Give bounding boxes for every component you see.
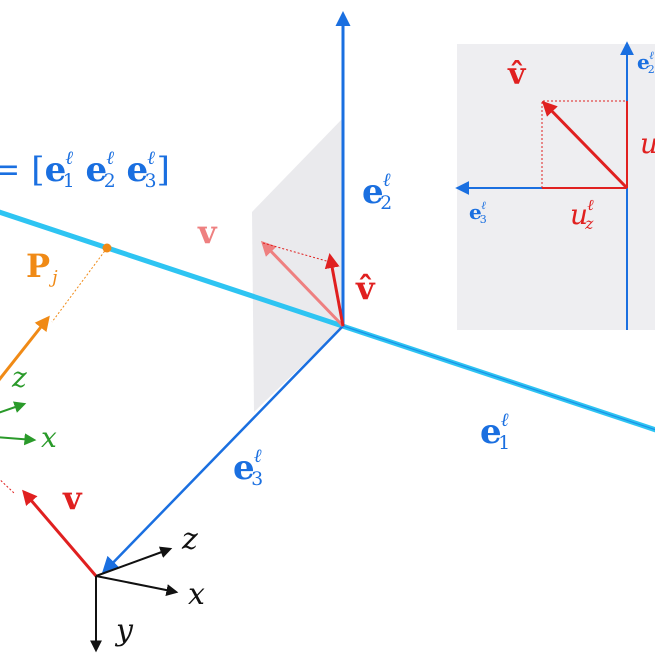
inset-vhat-arrow — [541, 100, 629, 190]
pj-point — [102, 243, 112, 253]
black-y-label: y — [116, 613, 133, 648]
e2-ell: ℓ — [382, 170, 391, 191]
basis-label: = [eℓ1 eℓ2 eℓ3] — [0, 148, 170, 193]
vhat-main-arrow — [324, 253, 345, 327]
e1-letter: e — [480, 411, 502, 452]
black-x-label: x — [188, 577, 205, 612]
inset-vhat-label: v̂ — [508, 57, 526, 92]
black-z-arrow — [95, 546, 173, 577]
orange-arrow — [0, 315, 50, 382]
basis-e1-letter: e — [44, 149, 67, 190]
basis-e2-ell: ℓ — [106, 148, 115, 169]
v-red-dotted — [0, 479, 15, 494]
basis-e2-sub: 2 — [103, 171, 116, 193]
e3-ell: ℓ — [253, 446, 262, 467]
inset-uz-sub: z — [585, 215, 594, 234]
green-x-label: x — [41, 421, 57, 454]
basis-e1-ell: ℓ — [65, 148, 74, 169]
inset-e3-label: eℓ3 — [469, 200, 487, 225]
e1-sub: 1 — [498, 433, 511, 455]
basis-suffix: ] — [156, 149, 170, 190]
inset-uz-letter: u — [570, 197, 589, 231]
e2-label: eℓ2 — [362, 170, 393, 215]
v-pink-arrow — [260, 240, 345, 328]
pj-sub: j — [52, 268, 58, 289]
line-cyan-core — [342, 325, 655, 431]
e3-axis-arrow — [101, 325, 344, 575]
e2-letter: e — [362, 171, 384, 212]
basis-e3-ell: ℓ — [147, 148, 155, 169]
v-pink-label: v — [198, 213, 217, 251]
vhat-main-label: v̂ — [356, 269, 375, 307]
pj-dotted-line — [51, 247, 108, 323]
green-z-arrow — [0, 401, 27, 414]
inset-dotted-box — [541, 100, 627, 188]
inset-uz-ell: ℓ — [587, 196, 594, 214]
black-x-arrow — [95, 575, 179, 597]
e3-letter: e — [233, 447, 255, 488]
black-z-label: z — [182, 522, 198, 557]
e3-sub: 3 — [251, 469, 264, 491]
pj-letter: P — [26, 247, 51, 285]
green-x-arrow — [0, 433, 37, 446]
green-z-label: z — [12, 361, 27, 394]
inset-e2-ell: ℓ — [649, 49, 654, 62]
inset-e3-letter: e — [469, 199, 482, 224]
basis-e3-letter: e — [126, 149, 149, 190]
inset-e3-sub: 3 — [479, 212, 487, 226]
basis-e2-letter: e — [85, 149, 108, 190]
inset-e2-sub: 2 — [647, 62, 655, 76]
inset-e2-letter: e — [637, 49, 650, 74]
basis-prefix: = [ — [0, 149, 45, 190]
basis-e1-sub: 1 — [62, 171, 75, 193]
inset-uy-label: u — [640, 130, 655, 158]
e1-label: eℓ1 — [480, 410, 511, 455]
inset-e2-label: eℓ2 — [637, 50, 655, 75]
v-red-arrow — [22, 489, 98, 577]
e2-sub: 2 — [380, 193, 393, 215]
e3-label: eℓ3 — [233, 446, 264, 491]
e1-ell: ℓ — [500, 410, 509, 431]
image-plane — [252, 118, 343, 412]
inset-uz-label: uℓz — [570, 196, 594, 234]
basis-e3-sub: 3 — [144, 171, 157, 193]
inset-e3-ell: ℓ — [481, 199, 486, 212]
v-red-label: v — [63, 479, 82, 517]
